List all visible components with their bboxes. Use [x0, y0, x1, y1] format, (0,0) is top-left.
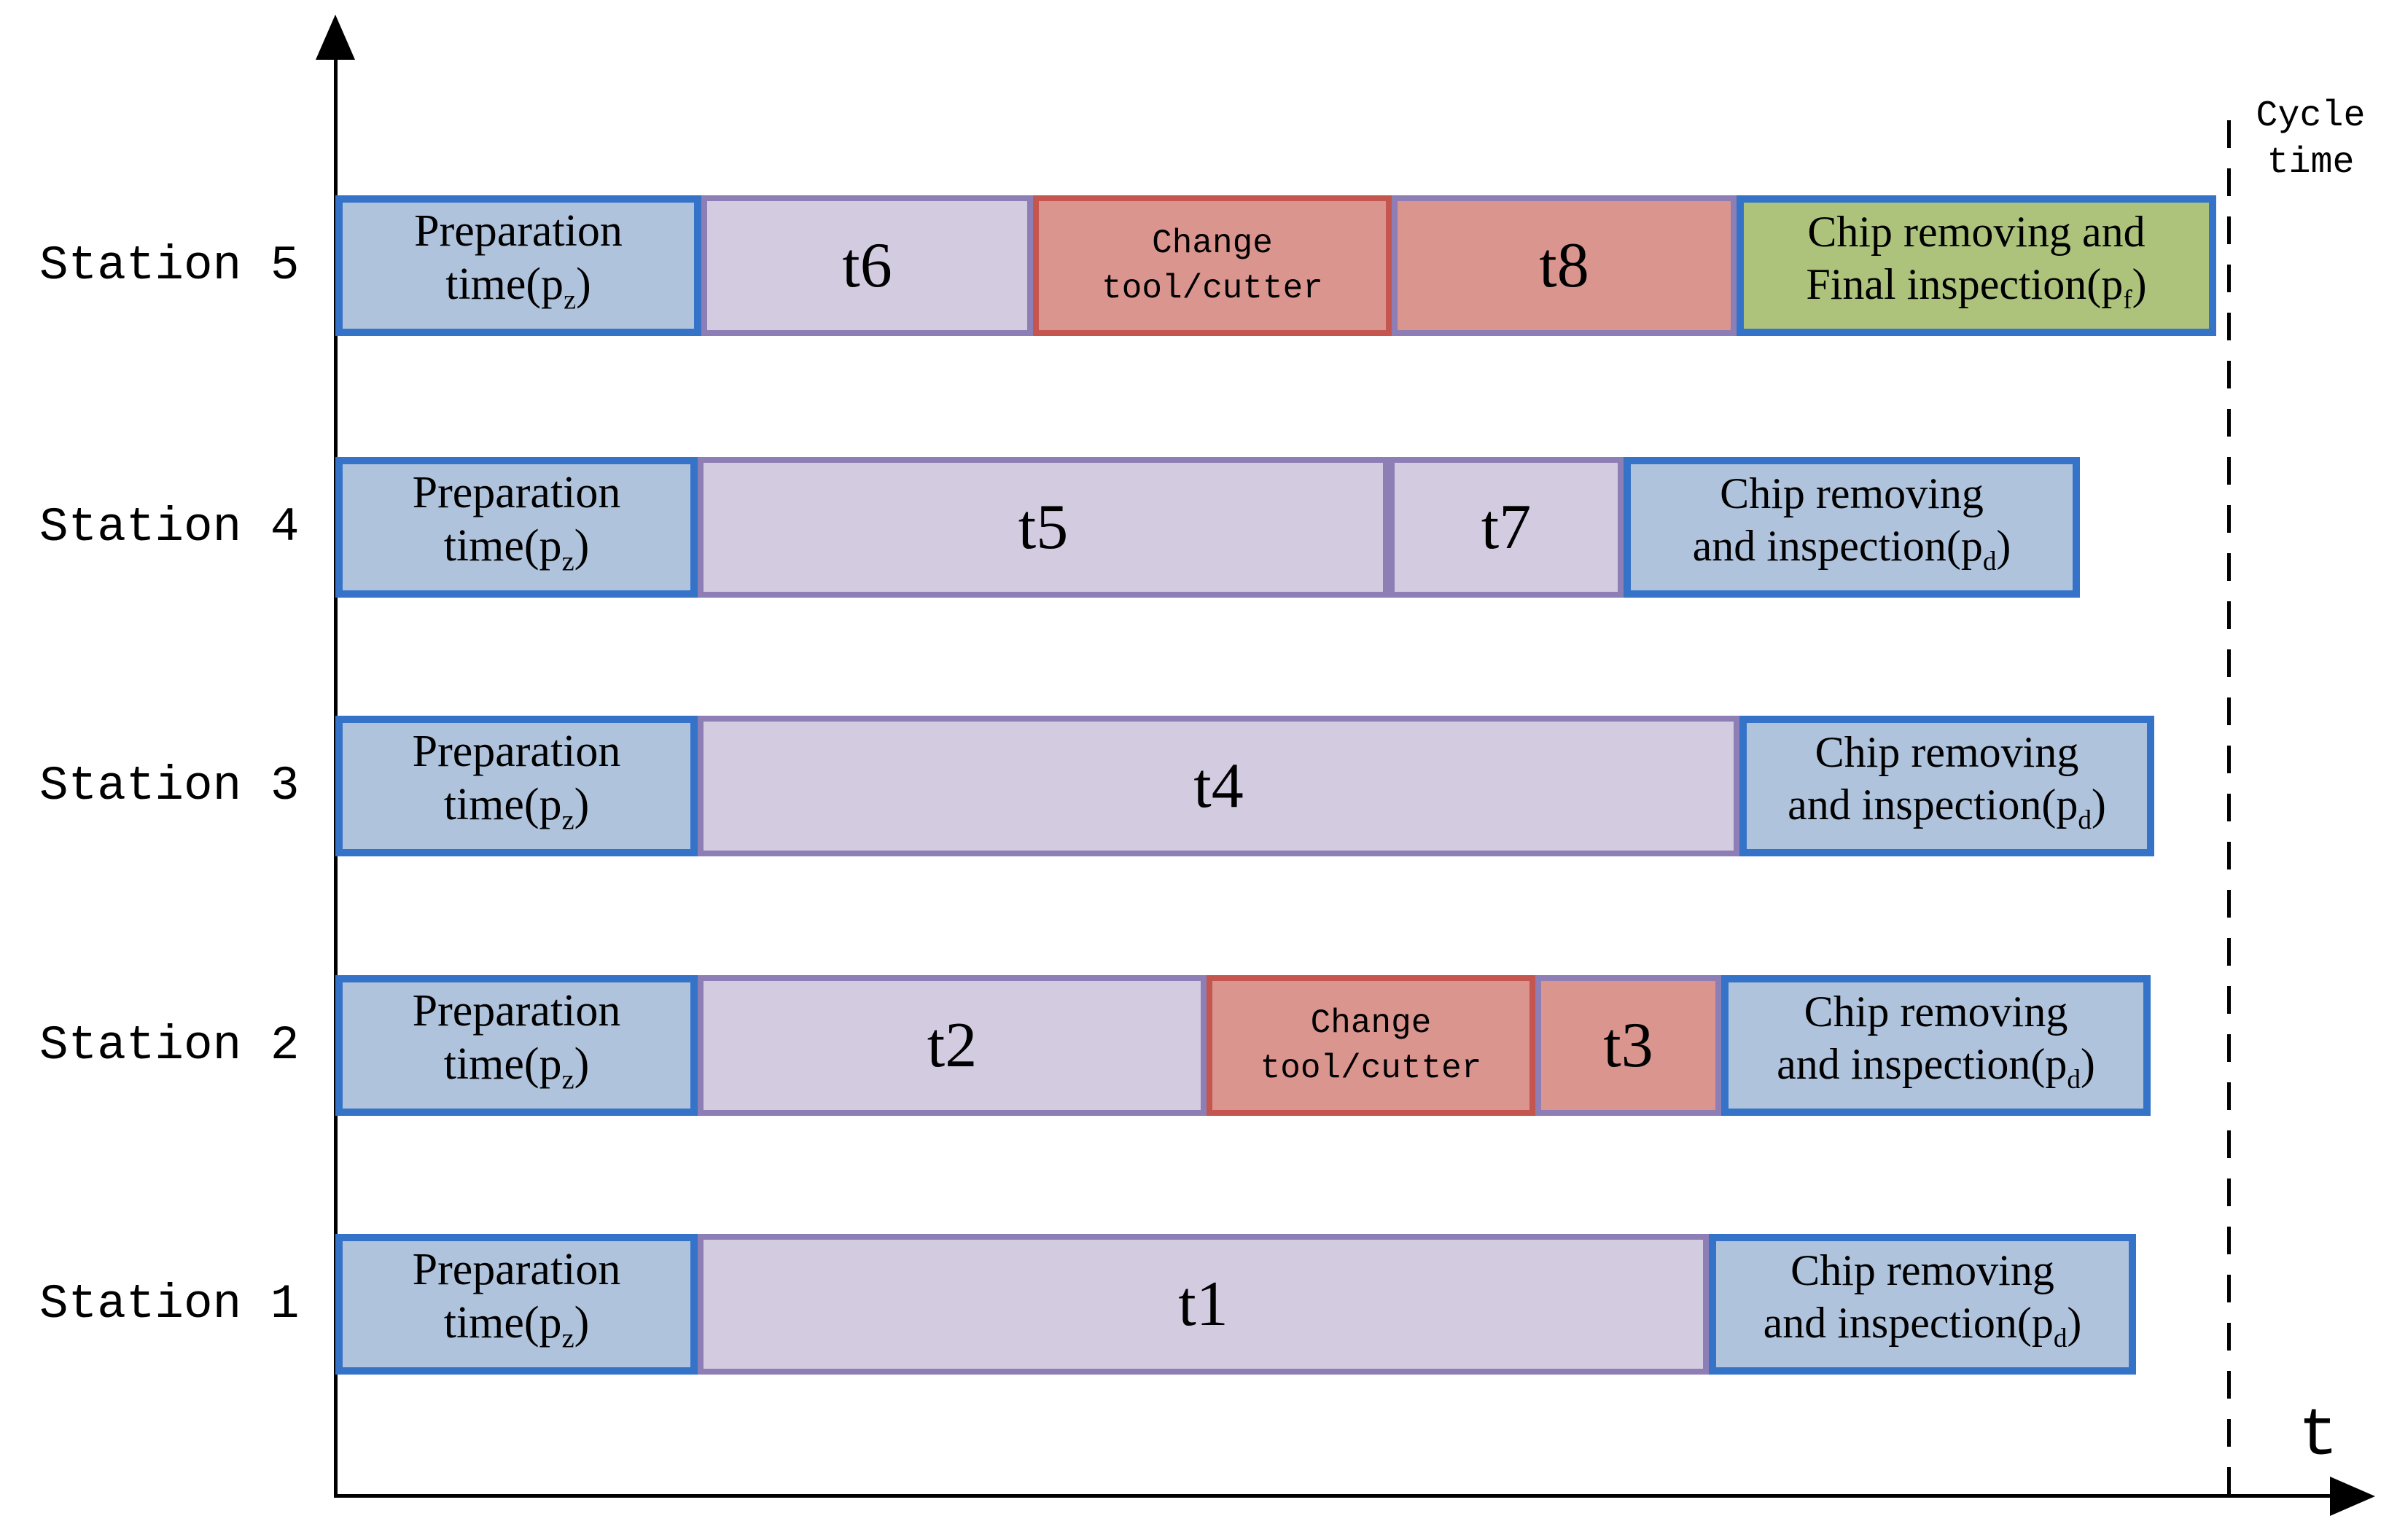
station-label: Station 4	[39, 500, 300, 555]
x-axis-line	[334, 1494, 2364, 1498]
segment-text: t8	[1539, 230, 1589, 301]
segment-text: t6	[842, 230, 892, 301]
segment-work: t7	[1389, 457, 1624, 598]
segment-text: t1	[1178, 1269, 1228, 1340]
segment-work-red: t8	[1392, 195, 1737, 336]
station-label: Station 2	[39, 1018, 300, 1073]
station-label: Station 3	[39, 759, 300, 813]
segment-text: t5	[1018, 492, 1069, 563]
segment-work: t2	[698, 975, 1207, 1116]
segment-work: t6	[701, 195, 1033, 336]
segment-work-red: t3	[1535, 975, 1721, 1116]
segment-text: t2	[927, 1010, 978, 1081]
y-axis-arrowhead-icon	[316, 15, 355, 60]
cycle-time-label: Cycle time	[2256, 95, 2366, 184]
segment-work: t5	[698, 457, 1389, 598]
segment-work: t1	[698, 1234, 1709, 1375]
cycle-time-dashed-line	[2227, 120, 2231, 1509]
station-label: Station 5	[39, 238, 300, 293]
segment-work: t4	[698, 716, 1739, 856]
segment-text: t7	[1481, 492, 1532, 563]
x-axis-arrowhead-icon	[2330, 1477, 2375, 1516]
segment-text: t4	[1193, 751, 1244, 821]
time-axis-label: t	[2298, 1398, 2339, 1474]
station-label: Station 1	[39, 1277, 300, 1332]
segment-text: t3	[1603, 1010, 1653, 1081]
